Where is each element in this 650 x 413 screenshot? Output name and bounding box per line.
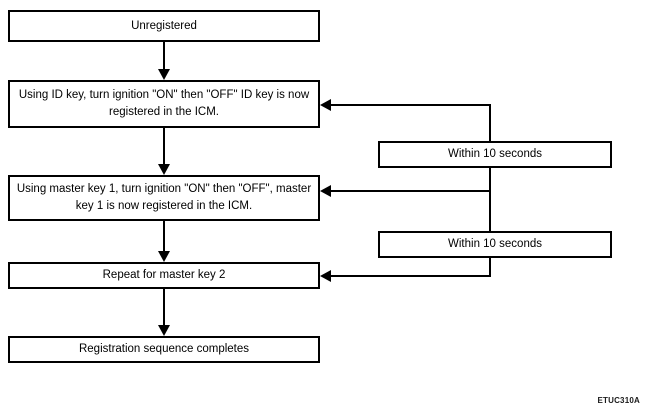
arrowhead-left-to-repeat <box>320 270 331 282</box>
figure-code-label: ETUC310A <box>597 396 640 405</box>
node-unregistered-label: Unregistered <box>131 19 197 32</box>
feedback-line-to-master-key-1 <box>330 190 491 192</box>
node-within-10-seconds-second-label: Within 10 seconds <box>448 238 542 251</box>
arrowhead-down-to-master-key-1 <box>158 164 170 175</box>
node-id-key-label: Using ID key, turn ignition "ON" then "O… <box>18 89 310 118</box>
connector-unregistered-to-id-key <box>163 42 165 69</box>
connector-master-key-1-to-repeat <box>163 221 165 251</box>
node-within-10-seconds-first-label: Within 10 seconds <box>448 148 542 161</box>
node-registration-complete: Registration sequence completes <box>8 336 320 363</box>
arrowhead-down-to-complete <box>158 325 170 336</box>
node-registration-complete-label: Registration sequence completes <box>78 343 250 356</box>
node-repeat-master-key-2-label: Repeat for master key 2 <box>102 269 226 282</box>
arrowhead-down-to-id-key <box>158 69 170 80</box>
node-repeat-master-key-2: Repeat for master key 2 <box>8 262 320 289</box>
node-within-10-seconds-second: Within 10 seconds <box>378 231 612 258</box>
node-master-key-1-label: Using master key 1, turn ignition "ON" t… <box>16 183 312 212</box>
connector-repeat-to-complete <box>163 289 165 325</box>
node-within-10-seconds-first: Within 10 seconds <box>378 141 612 168</box>
node-unregistered: Unregistered <box>8 10 320 42</box>
node-master-key-1-registration: Using master key 1, turn ignition "ON" t… <box>8 175 320 221</box>
node-id-key-registration: Using ID key, turn ignition "ON" then "O… <box>8 80 320 128</box>
arrowhead-left-to-id-key <box>320 99 331 111</box>
feedback-line-to-id-key <box>330 104 491 106</box>
arrowhead-left-to-master-key-1 <box>320 185 331 197</box>
arrowhead-down-to-repeat <box>158 251 170 262</box>
feedback-line-to-repeat <box>330 275 491 277</box>
connector-id-key-to-master-key-1 <box>163 128 165 164</box>
